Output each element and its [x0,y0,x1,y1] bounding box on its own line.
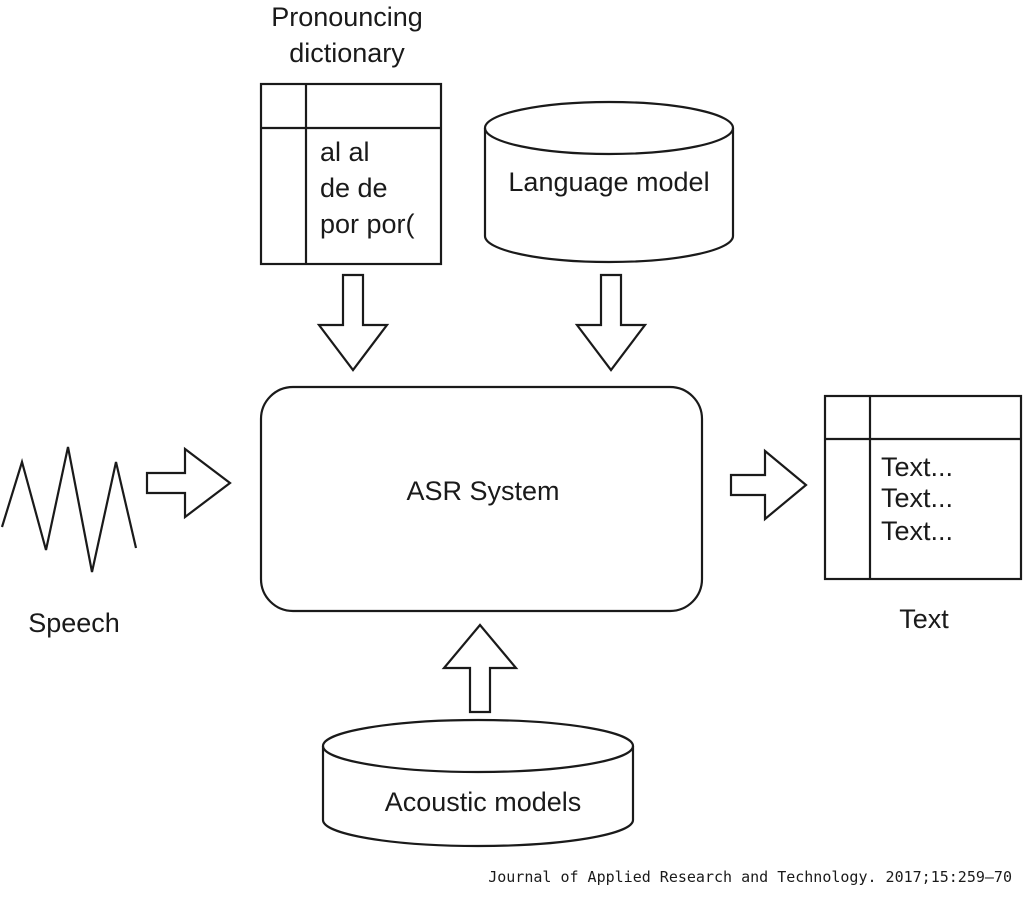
acoustic-arrow-up [441,623,519,714]
dictionary-entry: al al [320,137,370,167]
pronouncing-dictionary-table [259,82,443,266]
language-model-label: Language model [508,167,709,197]
output-arrow-right [729,448,808,522]
output-text-table [823,394,1023,581]
speech-label: Speech [28,608,120,638]
dictionary-title-line1: Pronouncing [271,2,423,32]
output-label: Text [899,604,949,634]
language-model-arrow-down [574,273,648,372]
output-text-line: Text... [881,483,953,513]
asr-system-label: ASR System [406,476,559,506]
dictionary-title-line2: dictionary [289,38,405,68]
acoustic-models-cylinder [321,718,635,848]
output-text-line: Text... [881,516,953,546]
dictionary-entry: por por( [320,209,415,239]
speech-arrow-right [145,446,232,520]
dictionary-entry: de de [320,173,388,203]
language-model-cylinder [483,100,735,264]
speech-waveform-icon [0,446,138,573]
output-text-line: Text... [881,452,953,482]
asr-system-box [259,385,704,613]
acoustic-models-label: Acoustic models [385,787,582,817]
citation: Journal of Applied Research and Technolo… [488,868,1012,886]
dictionary-arrow-down [316,273,390,372]
